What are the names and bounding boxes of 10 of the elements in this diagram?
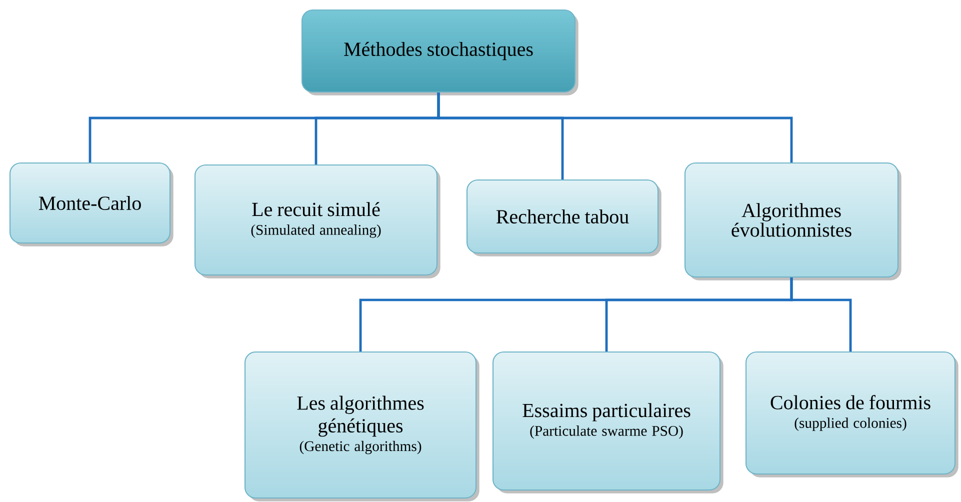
method-box: Monte-Carlo — [9, 162, 174, 246]
method-box: Essaims particulaires (Particulate swarme PSO) — [492, 351, 724, 494]
method-box: Recherche tabou — [466, 179, 662, 256]
method-box: Colonies de fourmis (supplied colonies) — [745, 351, 958, 478]
method-box: Algorithmes évolutionnistes — [684, 162, 902, 280]
method-box: Le recuit simulé (Simulated annealing) — [194, 164, 440, 278]
connector — [790, 278, 852, 352]
title-box: Méthodes stochastiques — [301, 9, 578, 96]
connector — [437, 92, 793, 162]
method-box: Les algorithmes génétiques (Genetic algorithms) — [244, 351, 480, 502]
